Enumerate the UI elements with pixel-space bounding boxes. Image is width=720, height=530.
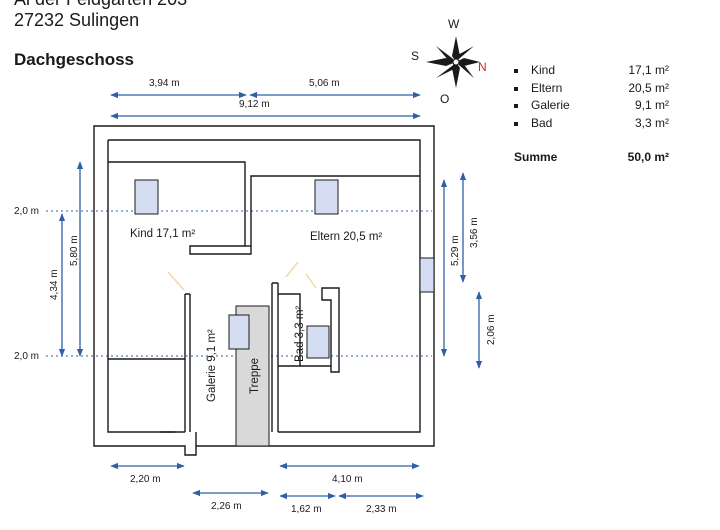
dim-top-left: 3,94 m bbox=[149, 78, 180, 89]
roof-window-galerie bbox=[228, 314, 250, 350]
summary-value: 50,0 m² bbox=[627, 150, 669, 164]
area-value: 20,5 m² bbox=[628, 80, 669, 95]
dim-left-580: 5,80 m bbox=[69, 235, 80, 266]
roof-window-kind bbox=[134, 179, 159, 215]
city-line: 27232 Sulingen bbox=[14, 10, 140, 30]
roof-window-eltern bbox=[314, 179, 339, 215]
dim-right-529: 5,29 m bbox=[450, 235, 461, 266]
compass-s: S bbox=[411, 49, 419, 63]
room-label-treppe: Treppe bbox=[249, 358, 261, 394]
area-name: Eltern bbox=[531, 80, 563, 95]
summary-row: Summe 50,0 m² bbox=[514, 150, 669, 167]
area-row-kind: Kind 17,1 m² bbox=[514, 62, 669, 80]
interior-walls bbox=[108, 161, 420, 433]
area-name: Kind bbox=[531, 63, 556, 77]
compass-w: W bbox=[448, 17, 460, 31]
dim-right-356: 3,56 m bbox=[469, 217, 480, 248]
compass-o: O bbox=[440, 92, 449, 106]
room-label-bad: Bad 3,3 m² bbox=[294, 306, 306, 362]
dim-bottom-226: 2,26 m bbox=[211, 501, 242, 512]
bullet-icon bbox=[514, 121, 518, 126]
bullet-icon bbox=[514, 104, 518, 108]
outer-walls bbox=[93, 125, 435, 456]
area-row-bad: Bad 3,3 m² bbox=[514, 115, 669, 133]
door-swing-bad bbox=[305, 273, 317, 289]
dim-bottom-162: 1,62 m bbox=[291, 504, 322, 515]
floor-title: Dachgeschoss bbox=[14, 50, 134, 69]
area-name: Bad bbox=[531, 115, 553, 130]
door-swing-kind bbox=[167, 271, 185, 291]
area-row-eltern: Eltern 20,5 m² bbox=[514, 80, 669, 98]
room-label-kind: Kind 17,1 m² bbox=[130, 228, 195, 240]
address-line: Al der Feldgarten 203 bbox=[14, 0, 187, 9]
dim-top-total: 9,12 m bbox=[239, 99, 270, 110]
roof-window-bad bbox=[306, 325, 330, 359]
dim-bottom-233: 2,33 m bbox=[366, 504, 397, 515]
area-value: 17,1 m² bbox=[628, 63, 669, 77]
room-label-galerie: Galerie 9,1 m² bbox=[206, 329, 218, 402]
compass-n: N bbox=[478, 60, 487, 74]
compass-rose-icon bbox=[426, 36, 480, 88]
area-value: 9,1 m² bbox=[634, 98, 669, 112]
area-list: Kind 17,1 m² Eltern 20,5 m² Galerie 9,1 … bbox=[514, 62, 669, 132]
level-upper: 2,0 m bbox=[14, 206, 39, 217]
wall-window-eltern bbox=[419, 257, 435, 293]
dim-left-434: 4,34 m bbox=[49, 269, 60, 300]
area-value: 3,3 m² bbox=[634, 115, 669, 130]
summary-label: Summe bbox=[514, 150, 558, 164]
dim-right-206: 2,06 m bbox=[486, 314, 497, 345]
dim-bottom-410: 4,10 m bbox=[332, 474, 363, 485]
level-lower: 2,0 m bbox=[14, 351, 39, 362]
bullet-icon bbox=[514, 69, 518, 73]
area-row-galerie: Galerie 9,1 m² bbox=[514, 97, 669, 115]
room-label-eltern: Eltern 20,5 m² bbox=[310, 231, 382, 243]
door-swing-eltern bbox=[285, 261, 299, 278]
dim-bottom-220: 2,20 m bbox=[130, 474, 161, 485]
area-name: Galerie bbox=[531, 98, 570, 112]
bullet-icon bbox=[514, 86, 518, 91]
dim-top-right: 5,06 m bbox=[309, 78, 340, 89]
